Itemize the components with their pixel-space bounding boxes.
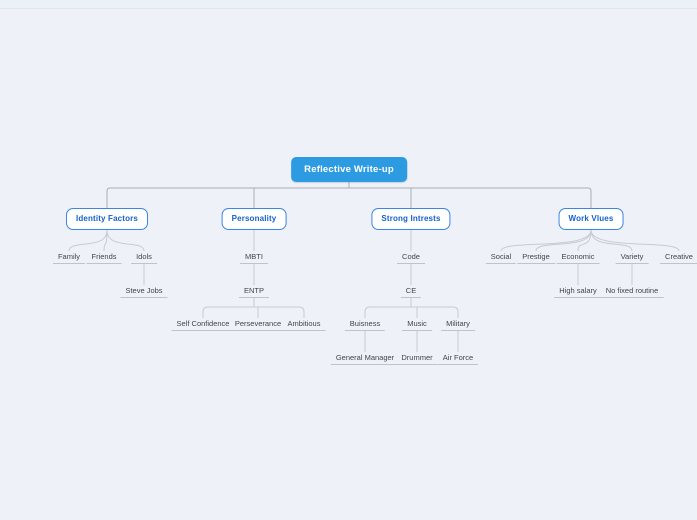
node-entp[interactable]: ENTP (238, 285, 270, 298)
node-strong-intrests[interactable]: Strong Intrests (371, 208, 451, 230)
node-variety[interactable]: Variety (615, 251, 649, 264)
connector-path (590, 229, 633, 252)
node-social[interactable]: Social (485, 251, 517, 264)
node-mbti[interactable]: MBTI (240, 251, 268, 264)
connector-path (535, 229, 592, 252)
node-self-confidence[interactable]: Self Confidence (171, 318, 235, 331)
node-root[interactable]: Reflective Write-up (291, 157, 407, 182)
node-drummer[interactable]: Drummer (396, 352, 438, 365)
node-general-manager[interactable]: General Manager (330, 352, 400, 365)
top-border-strip (0, 0, 697, 9)
node-ce[interactable]: CE (400, 285, 422, 298)
node-ambitious[interactable]: Ambitious (282, 318, 326, 331)
connector-path (364, 306, 459, 318)
node-prestige[interactable]: Prestige (517, 251, 555, 264)
node-code[interactable]: Code (397, 251, 425, 264)
node-air-force[interactable]: Air Force (437, 352, 479, 365)
node-no-fixed-routine[interactable]: No fixed routine (600, 285, 664, 298)
node-perseverance[interactable]: Perseverance (229, 318, 287, 331)
node-idols[interactable]: Idols (131, 251, 157, 264)
node-friends[interactable]: Friends (86, 251, 122, 264)
node-work-vlues[interactable]: Work Vlues (558, 208, 624, 230)
connector-path (106, 187, 592, 208)
node-buisness[interactable]: Buisness (344, 318, 386, 331)
node-economic[interactable]: Economic (556, 251, 600, 264)
node-family[interactable]: Family (52, 251, 86, 264)
node-steve-jobs[interactable]: Steve Jobs (120, 285, 168, 298)
connector-path (577, 229, 592, 252)
node-high-salary[interactable]: High salary (554, 285, 602, 298)
node-military[interactable]: Military (441, 318, 475, 331)
connector-path (68, 229, 108, 252)
node-creative[interactable]: Creative (660, 251, 697, 264)
connector-path (103, 229, 108, 252)
connector-path (106, 229, 145, 252)
node-identity-factors[interactable]: Identity Factors (66, 208, 148, 230)
node-music[interactable]: Music (402, 318, 432, 331)
connector-path (500, 229, 592, 252)
connector-path (590, 229, 680, 252)
node-personality[interactable]: Personality (221, 208, 287, 230)
connector-path (202, 306, 305, 318)
